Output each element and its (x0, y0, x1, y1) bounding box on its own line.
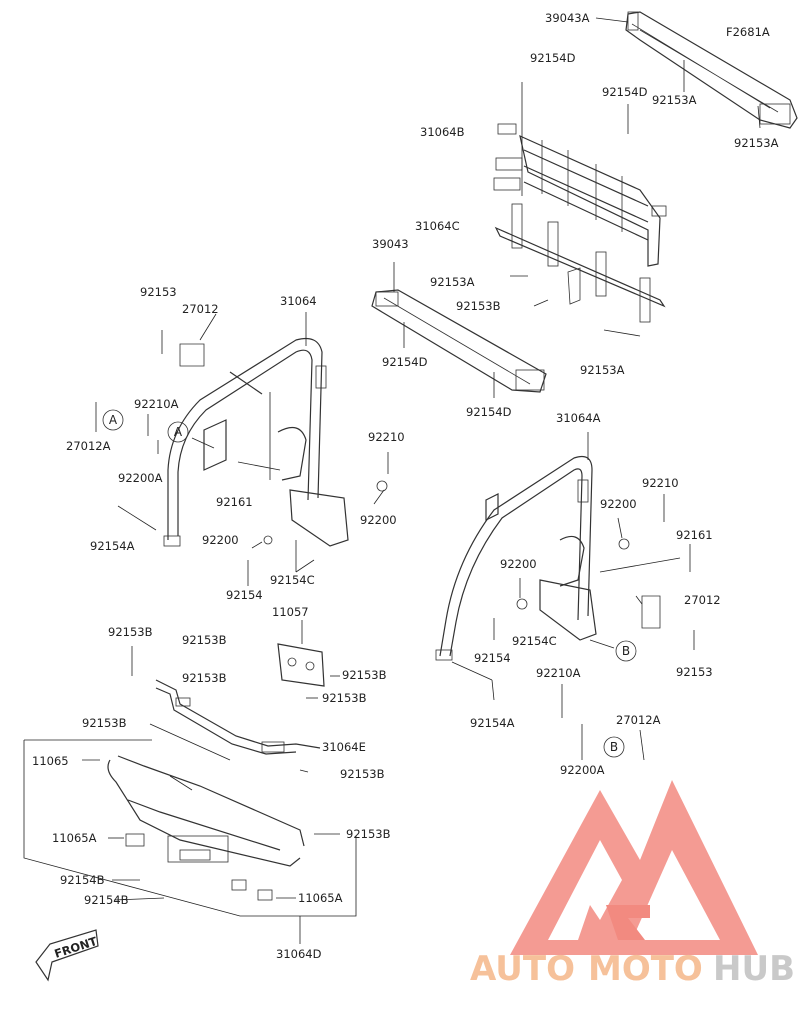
callout-b-lower: B (603, 736, 625, 758)
watermark-moto: MOTO (588, 949, 703, 989)
label-27012A-1: 27012A (66, 439, 111, 453)
label-92153A-3: 92153A (430, 275, 475, 289)
label-92153-2: 92153 (676, 665, 713, 679)
label-92153B-2: 92153B (108, 625, 153, 639)
label-92153A-1: 92153A (652, 93, 697, 107)
bracket-11057 (277, 643, 325, 687)
label-92154D-3: 92154D (382, 355, 428, 369)
automotohub-logo (510, 780, 758, 955)
label-92200-4: 92200 (500, 557, 537, 571)
label-92153A-4: 92153A (580, 363, 625, 377)
label-92154D-2: 92154D (602, 85, 648, 99)
label-31064C: 31064C (415, 219, 460, 233)
diagram-code: F2681A (726, 25, 770, 39)
label-92154-1: 92154 (226, 588, 263, 602)
label-92200-3: 92200 (600, 497, 637, 511)
label-92153B-7: 92153B (82, 716, 127, 730)
label-39043: 39043 (372, 237, 409, 251)
svg-text:FRONT: FRONT (53, 934, 99, 961)
label-92154C-2: 92154C (512, 634, 557, 648)
svg-text:A: A (109, 413, 118, 427)
callout-a-right: A (167, 421, 189, 443)
label-92153B-8: 92153B (340, 767, 385, 781)
label-92210A-2: 92210A (536, 666, 581, 680)
label-92153B-9: 92153B (346, 827, 391, 841)
rear-bar-39043 (371, 289, 547, 393)
label-31064A: 31064A (556, 411, 601, 425)
label-27012-2: 27012 (684, 593, 721, 607)
label-92200-1: 92200 (360, 513, 397, 527)
svg-text:B: B (622, 644, 630, 658)
label-92154A-1: 92154A (90, 539, 135, 553)
callout-a-left: A (102, 409, 124, 431)
watermark-hub: HUB (713, 949, 795, 989)
label-92154B-1: 92154B (60, 873, 105, 887)
label-92153-1: 92153 (140, 285, 177, 299)
front-arrow: FRONT (35, 929, 99, 982)
label-92200A-2: 92200A (560, 763, 605, 777)
label-92210-1: 92210 (368, 430, 405, 444)
label-92153A-2: 92153A (734, 136, 779, 150)
label-11065A-2: 11065A (298, 891, 343, 905)
label-31064: 31064 (280, 294, 317, 308)
label-27012-1: 27012 (182, 302, 219, 316)
label-11065: 11065 (32, 754, 69, 768)
label-92153B-4: 92153B (182, 671, 227, 685)
crossbar-39043a (625, 11, 798, 129)
label-92154C-1: 92154C (270, 573, 315, 587)
label-11057: 11057 (272, 605, 309, 619)
label-92200-2: 92200 (202, 533, 239, 547)
label-92161-1: 92161 (216, 495, 253, 509)
label-31064B: 31064B (420, 125, 465, 139)
svg-text:A: A (174, 425, 183, 439)
label-11065A-1: 11065A (52, 831, 97, 845)
label-92154D-1: 92154D (530, 51, 576, 65)
label-92161-2: 92161 (676, 528, 713, 542)
label-31064D: 31064D (276, 947, 322, 961)
label-92153B-5: 92153B (342, 668, 387, 682)
part-labels: 39043A 92154D 92153A 92154D 92153A 31064… (32, 11, 779, 961)
front-bumper-31064d (23, 739, 357, 917)
label-92153B-6: 92153B (322, 691, 367, 705)
svg-text:B: B (610, 740, 618, 754)
label-92153B-3: 92153B (182, 633, 227, 647)
callout-b-upper: B (615, 640, 637, 662)
label-92210A-1: 92210A (134, 397, 179, 411)
label-92154-2: 92154 (474, 651, 511, 665)
label-92200A-1: 92200A (118, 471, 163, 485)
rod-31064e (155, 679, 321, 755)
left-rops-31064 (163, 337, 349, 547)
label-92154B-2: 92154B (84, 893, 129, 907)
label-92154D-4: 92154D (466, 405, 512, 419)
label-92210-2: 92210 (642, 476, 679, 490)
watermark-auto: AUTO (470, 949, 575, 989)
label-92153B-1: 92153B (456, 299, 501, 313)
label-92154A-2: 92154A (470, 716, 515, 730)
bracket-rail-31064c (494, 203, 666, 323)
label-31064E: 31064E (322, 740, 366, 754)
label-39043A: 39043A (545, 11, 590, 25)
right-rops-31064a (435, 455, 597, 661)
label-27012A-2: 27012A (616, 713, 661, 727)
